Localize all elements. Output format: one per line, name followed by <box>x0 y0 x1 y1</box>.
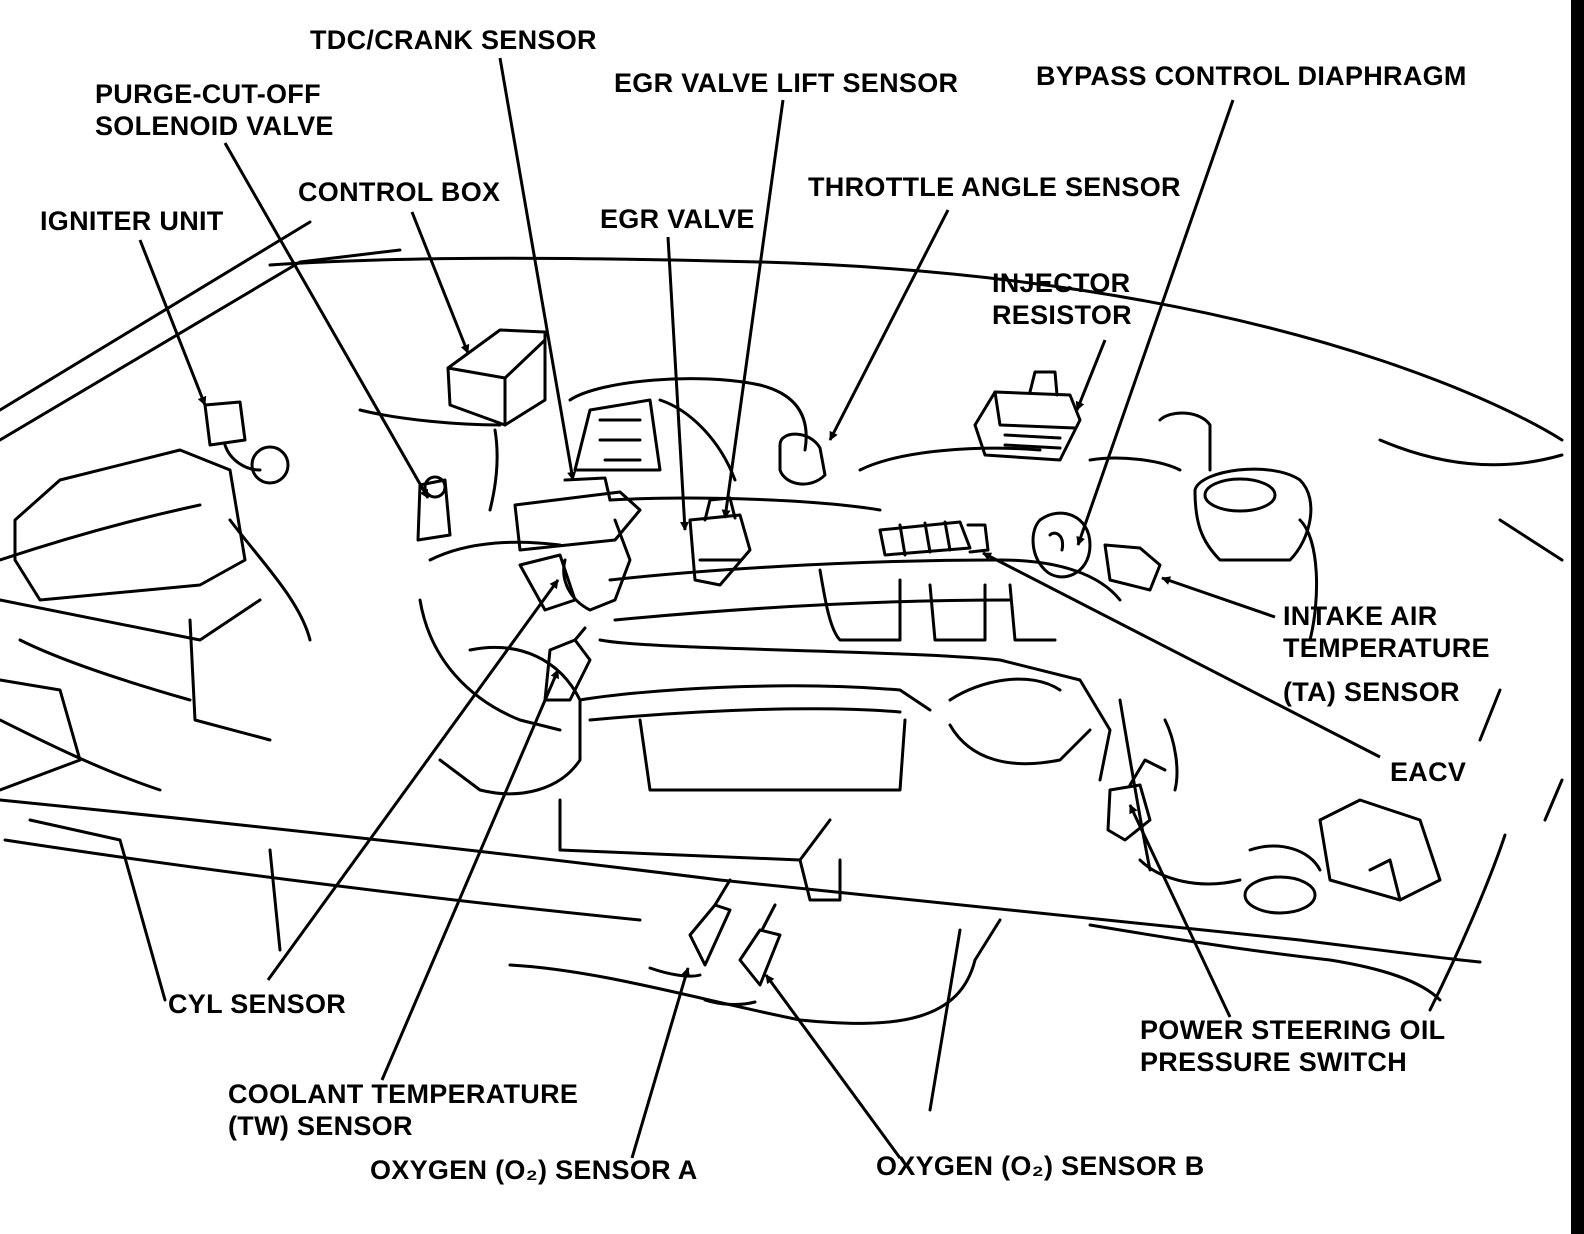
leader-bypass-control-diaphragm <box>1076 99 1235 546</box>
leader-control-box <box>410 211 470 354</box>
label-coolant-line2: (TW) SENSOR <box>228 1111 413 1141</box>
leader-injector-resistor <box>1075 339 1107 411</box>
label-cyl-sensor: CYL SENSOR <box>168 989 347 1019</box>
leader-cyl-sensor <box>266 579 560 981</box>
label-power-steering-line2: PRESSURE SWITCH <box>1140 1047 1408 1077</box>
label-intake-air-line2: TEMPERATURE <box>1283 633 1490 663</box>
leader-coolant-temp-sensor <box>380 669 560 1081</box>
label-power-steering-line1: POWER STEERING OIL <box>1140 1015 1446 1045</box>
leader-tdc-crank-sensor <box>498 57 577 481</box>
label-tdc-crank-sensor: TDC/CRANK SENSOR <box>310 25 597 55</box>
page-edge-border <box>1571 0 1584 1234</box>
leader-eacv <box>982 551 1381 759</box>
label-eacv: EACV <box>1390 757 1467 787</box>
label-bypass-control-diaphragm: BYPASS CONTROL DIAPHRAGM <box>1036 61 1467 91</box>
label-purge-cut-off-solenoid-valve: PURGE-CUT-OFF SOLENOID VALVE <box>95 78 334 142</box>
label-igniter-unit: IGNITER UNIT <box>40 206 224 236</box>
label-purge-cut-off-line1: PURGE-CUT-OFF <box>95 79 321 109</box>
leader-intake-air-temp-sensor <box>1161 576 1276 619</box>
label-egr-valve: EGR VALVE <box>600 204 755 234</box>
label-power-steering-oil-pressure-switch: POWER STEERING OIL PRESSURE SWITCH <box>1140 1014 1445 1078</box>
label-injector-resistor: INJECTOR RESISTOR <box>992 267 1132 331</box>
label-injector-resistor-line1: INJECTOR <box>992 268 1131 298</box>
label-oxygen-sensor-b: OXYGEN (O₂) SENSOR B <box>876 1151 1205 1181</box>
label-control-box: CONTROL BOX <box>298 177 501 207</box>
label-egr-valve-lift-sensor: EGR VALVE LIFT SENSOR <box>614 68 959 98</box>
label-injector-resistor-line2: RESISTOR <box>992 300 1132 330</box>
leader-oxygen-sensor-a <box>630 967 691 1159</box>
leader-lines <box>138 57 1381 1159</box>
leader-throttle-angle-sensor <box>828 209 950 441</box>
leader-purge-cut-off-valve <box>223 142 430 499</box>
leader-power-steering-switch <box>1128 804 1232 1018</box>
leader-egr-valve-lift-sensor <box>721 99 785 519</box>
label-intake-air-line3: (TA) SENSOR <box>1283 677 1460 707</box>
label-purge-cut-off-line2: SOLENOID VALVE <box>95 111 334 141</box>
label-intake-air-line1: INTAKE AIR <box>1283 601 1438 631</box>
leader-igniter-unit <box>138 239 207 406</box>
label-intake-air-temperature-sensor: INTAKE AIR TEMPERATURE (TA) SENSOR <box>1283 600 1490 708</box>
label-throttle-angle-sensor: THROTTLE ANGLE SENSOR <box>808 172 1181 202</box>
leader-egr-valve <box>666 236 690 531</box>
leader-oxygen-sensor-b <box>764 974 902 1159</box>
label-coolant-line1: COOLANT TEMPERATURE <box>228 1079 579 1109</box>
label-coolant-temperature-sensor: COOLANT TEMPERATURE (TW) SENSOR <box>228 1078 578 1142</box>
label-oxygen-sensor-a: OXYGEN (O₂) SENSOR A <box>370 1155 698 1185</box>
